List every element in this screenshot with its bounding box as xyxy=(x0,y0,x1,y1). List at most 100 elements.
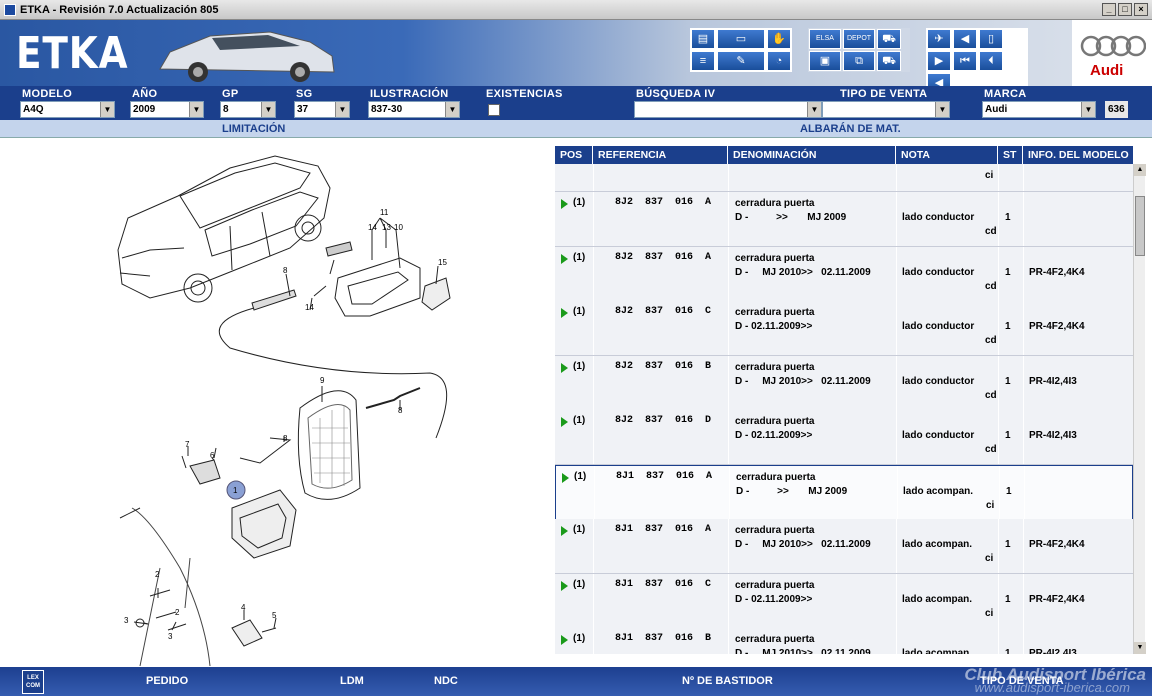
marca-select[interactable]: Audi▼ xyxy=(982,101,1096,118)
ano-select[interactable]: 2009▼ xyxy=(130,101,204,118)
callout-1[interactable]: 1 xyxy=(233,486,238,495)
callout-5[interactable]: 5 xyxy=(272,611,277,620)
col-nota[interactable]: NOTA xyxy=(896,146,998,164)
callout-7[interactable]: 7 xyxy=(185,440,190,449)
elsa-icon[interactable]: ELSA xyxy=(809,29,841,49)
doc-icon[interactable]: ▯ xyxy=(979,29,1003,49)
tipo-venta-button[interactable]: TIPO DE VENTA xyxy=(980,675,1064,687)
chevron-down-icon[interactable]: ▼ xyxy=(335,102,349,117)
gp-select[interactable]: 8▼ xyxy=(220,101,276,118)
callout-2b[interactable]: 2 xyxy=(175,608,180,617)
row-model-info: PR-4F2,4K4 xyxy=(1029,321,1085,332)
close-button[interactable]: × xyxy=(1134,3,1148,16)
first-icon[interactable]: ⏮ xyxy=(953,51,977,71)
window-icon[interactable]: ▭ xyxy=(717,29,765,49)
empty-slot-icon xyxy=(953,73,977,86)
play-icon[interactable] xyxy=(561,308,568,318)
limitacion-tab[interactable]: LIMITACIÓN xyxy=(222,123,286,135)
col-denominacion[interactable]: DENOMINACIÓN xyxy=(728,146,896,164)
maximize-button[interactable]: □ xyxy=(1118,3,1132,16)
parts-diagram[interactable]: 11 14 13 10 15 8 14 9 8 8 7 6 1 2 2 3 3 … xyxy=(0,138,546,667)
modelo-select[interactable]: A4Q▼ xyxy=(20,101,115,118)
col-info-modelo[interactable]: INFO. DEL MODELO xyxy=(1028,149,1129,161)
back-icon[interactable]: ⏴ xyxy=(979,51,1003,71)
left-icon[interactable]: ◀ xyxy=(927,73,951,86)
handshake-icon[interactable]: ✋ xyxy=(767,29,791,49)
bastidor-button[interactable]: Nº DE BASTIDOR xyxy=(682,675,773,687)
callout-12[interactable]: 13 xyxy=(382,223,391,232)
callout-9[interactable]: 9 xyxy=(320,376,325,385)
callout-8c[interactable]: 8 xyxy=(283,434,288,443)
play-icon[interactable] xyxy=(561,580,568,591)
callout-14[interactable]: 14 xyxy=(305,303,314,312)
chevron-down-icon[interactable]: ▼ xyxy=(445,102,459,117)
print-icon[interactable]: ▤ xyxy=(691,29,715,49)
callout-4[interactable]: 4 xyxy=(241,603,246,612)
cart-add-icon[interactable]: ⛟ xyxy=(877,51,901,71)
callout-8a[interactable]: 8 xyxy=(283,266,288,275)
callout-6[interactable]: 6 xyxy=(210,451,215,460)
col-st[interactable]: ST xyxy=(998,146,1023,164)
chevron-down-icon[interactable]: ▼ xyxy=(100,102,114,117)
prev-page-icon[interactable]: ◀ xyxy=(953,29,977,49)
scroll-thumb[interactable] xyxy=(1135,196,1145,256)
computer-icon[interactable]: ▣ xyxy=(809,51,841,71)
gauge-icon[interactable]: ◔ xyxy=(767,51,791,71)
tipo-venta-select[interactable]: ▼ xyxy=(822,101,950,118)
chevron-down-icon[interactable]: ▼ xyxy=(261,102,275,117)
chevron-down-icon[interactable]: ▼ xyxy=(807,102,821,117)
chevron-down-icon[interactable]: ▼ xyxy=(1081,102,1095,117)
callout-2a[interactable]: 2 xyxy=(155,570,160,579)
ilustracion-select[interactable]: 837-30▼ xyxy=(368,101,460,118)
scroll-up-icon[interactable]: ▲ xyxy=(1134,164,1146,176)
next-page-icon[interactable]: ▶ xyxy=(927,51,951,71)
play-icon[interactable] xyxy=(562,472,569,483)
ndc-button[interactable]: NDC xyxy=(434,675,458,687)
play-icon[interactable] xyxy=(561,417,568,427)
minimize-button[interactable]: _ xyxy=(1102,3,1116,16)
sg-select[interactable]: 37▼ xyxy=(294,101,350,118)
callout-3a[interactable]: 3 xyxy=(124,616,129,625)
albaran-tab[interactable]: ALBARÁN DE MAT. xyxy=(800,123,901,135)
callout-8b[interactable]: 8 xyxy=(398,406,403,415)
row-model-info: PR-4F2,4K4 xyxy=(1029,539,1085,550)
play-icon[interactable] xyxy=(561,253,568,264)
play-icon[interactable] xyxy=(561,362,568,373)
col-pos[interactable]: POS xyxy=(555,146,593,164)
play-icon[interactable] xyxy=(561,526,568,536)
chevron-down-icon[interactable]: ▼ xyxy=(189,102,203,117)
col-referencia[interactable]: REFERENCIA xyxy=(593,146,728,164)
list-icon[interactable]: ≡ xyxy=(691,51,715,71)
callout-13[interactable]: 14 xyxy=(368,223,377,232)
edit-icon[interactable]: ✎ xyxy=(717,51,765,71)
callout-3b[interactable]: 3 xyxy=(168,632,173,641)
play-icon[interactable] xyxy=(561,635,568,645)
pedido-button[interactable]: PEDIDO xyxy=(146,675,189,687)
existencias-checkbox[interactable] xyxy=(488,104,500,116)
ldm-button[interactable]: LDM xyxy=(340,675,364,687)
pin-icon[interactable]: ✈ xyxy=(927,29,951,49)
table-row-partial[interactable]: ci xyxy=(555,164,1133,192)
callout-15[interactable]: 15 xyxy=(438,258,447,267)
network-icon[interactable]: ⧉ xyxy=(843,51,875,71)
play-icon[interactable] xyxy=(561,199,568,209)
depot-icon[interactable]: DEPOT xyxy=(843,29,875,49)
row-denomination-detail: D - MJ 2010>> 02.11.2009 xyxy=(735,539,871,550)
table-scrollbar[interactable]: ▲ ▼ xyxy=(1133,164,1146,654)
cart-icon[interactable]: ⛟ xyxy=(877,29,901,49)
busqueda-select[interactable]: ▼ xyxy=(634,101,822,118)
callout-10[interactable]: 10 xyxy=(394,223,403,232)
chevron-down-icon[interactable]: ▼ xyxy=(935,102,949,117)
callout-11[interactable]: 11 xyxy=(380,208,389,217)
scroll-down-icon[interactable]: ▼ xyxy=(1134,642,1146,654)
bottom-bar: LEX COM PEDIDO LDM NDC Nº DE BASTIDOR TI… xyxy=(0,665,1152,696)
